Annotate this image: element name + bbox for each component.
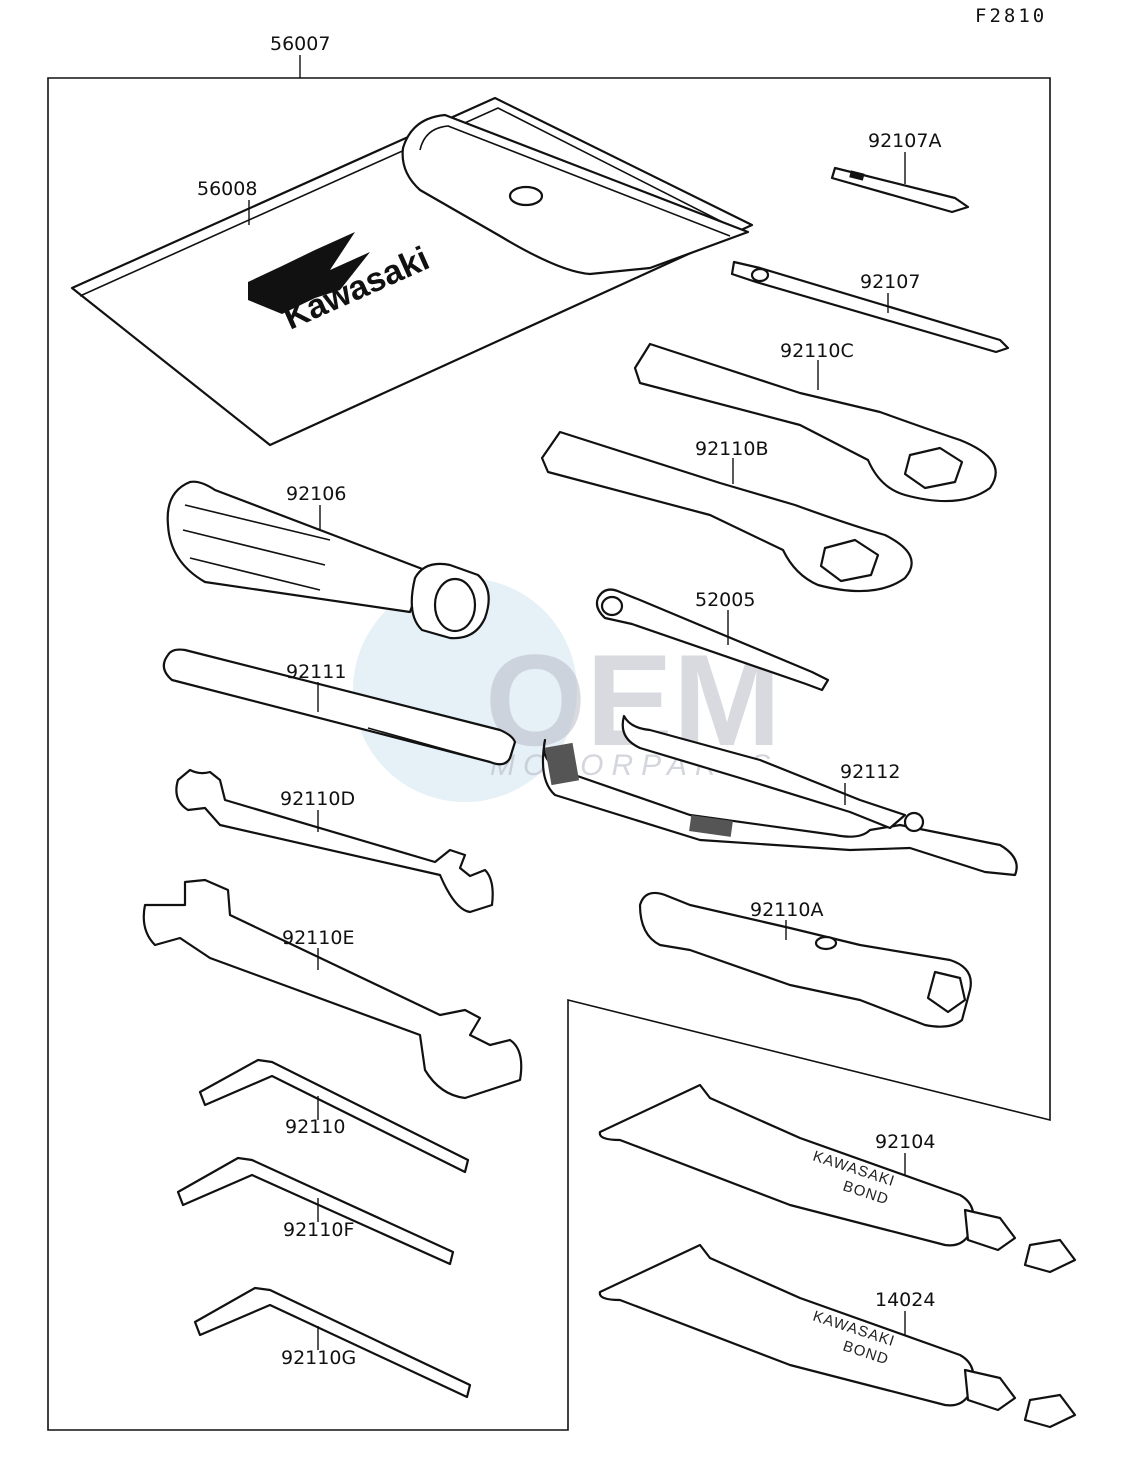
screwdriver-shaft-92107 <box>730 260 1010 354</box>
tommy-bar-52005 <box>595 588 830 692</box>
label-92110A: 92110A <box>750 899 823 921</box>
label-52005: 52005 <box>695 589 755 611</box>
tool-pouch: Kawasaki <box>70 96 754 447</box>
extension-bar-92111 <box>162 648 517 766</box>
label-92110C: 92110C <box>780 340 854 362</box>
label-92110: 92110 <box>285 1116 345 1138</box>
plug-wrench-92110A <box>638 891 972 1028</box>
screwdriver-bit-92107A <box>830 166 970 214</box>
label-92104: 92104 <box>875 1131 935 1153</box>
label-92111: 92111 <box>286 661 346 683</box>
label-92110D: 92110D <box>280 788 355 810</box>
bond-tube-14024: KAWASAKI BOND <box>598 1243 1077 1429</box>
label-56007: 56007 <box>270 33 330 55</box>
open-end-spanner-92110E <box>142 878 523 1100</box>
label-14024: 14024 <box>875 1289 935 1311</box>
label-92112: 92112 <box>840 761 900 783</box>
label-92107A: 92107A <box>868 130 941 152</box>
pliers-92112 <box>541 714 1018 877</box>
label-92110F: 92110F <box>283 1219 354 1241</box>
label-92110B: 92110B <box>695 438 768 460</box>
label-92110E: 92110E <box>282 927 354 949</box>
watermark-globe-icon <box>353 578 577 802</box>
ring-spanner-92110C <box>633 342 997 503</box>
screwdriver-handle-92106 <box>166 480 490 640</box>
pouch-snap-button <box>508 185 544 207</box>
label-92107: 92107 <box>860 271 920 293</box>
oem-watermark: OEM MOTORPARTS <box>353 578 781 802</box>
label-92110G: 92110G <box>281 1347 356 1369</box>
open-end-spanner-92110D <box>175 768 494 914</box>
hex-key-92110F <box>176 1156 455 1266</box>
kit-boundary-frame <box>47 77 1051 1431</box>
label-92106: 92106 <box>286 483 346 505</box>
hex-key-92110 <box>198 1058 470 1174</box>
bond-tube-92104: KAWASAKI BOND <box>598 1083 1077 1274</box>
ring-spanner-92110B <box>540 430 913 593</box>
hex-key-92110G <box>193 1286 472 1399</box>
figure-code: F2810 <box>975 5 1047 27</box>
label-56008: 56008 <box>197 178 257 200</box>
